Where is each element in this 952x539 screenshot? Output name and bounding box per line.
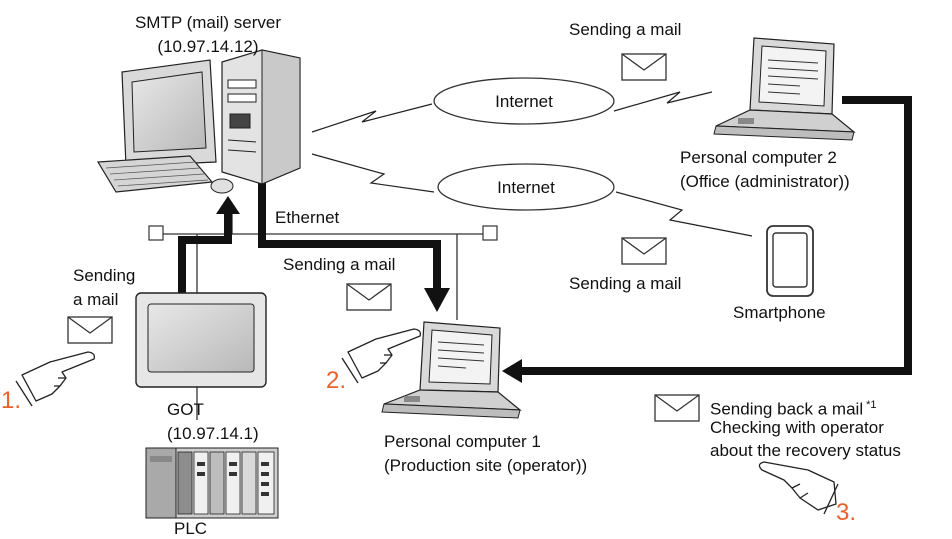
arrow-server-to-pc1 xyxy=(258,182,441,290)
smartphone-label: Smartphone xyxy=(733,303,826,322)
footnote-marker: *1 xyxy=(866,399,877,411)
envelope-icon xyxy=(621,53,667,81)
arrow-head-down xyxy=(424,288,450,312)
step-number-3: 3. xyxy=(836,499,857,526)
checking-label-line1: Checking with operator xyxy=(710,418,884,437)
laptop-icon xyxy=(381,321,522,419)
pc2-name: Personal computer 2 xyxy=(680,148,837,167)
smtp-server-ip: (10.97.14.12) xyxy=(157,37,259,56)
pointing-hand-icon xyxy=(341,328,422,384)
plc-unit-icon xyxy=(145,447,279,519)
internet-cloud-top xyxy=(433,77,615,125)
lightning-link-icon xyxy=(311,153,435,193)
envelope-icon xyxy=(654,394,700,422)
sending-mail-label-left-1: Sending xyxy=(73,266,136,285)
sending-mail-label-smartphone: Sending a mail xyxy=(569,274,682,293)
checking-label-line2: about the recovery status xyxy=(710,441,901,460)
bus-terminator-right xyxy=(482,225,498,241)
sending-mail-label-center: Sending a mail xyxy=(283,255,396,274)
internet-label-bottom: Internet xyxy=(497,178,555,197)
internet-cloud-bottom xyxy=(437,163,615,211)
step-number-2: 2. xyxy=(326,367,347,394)
envelope-icon xyxy=(346,283,392,311)
lightning-link-icon xyxy=(613,91,713,112)
sending-back-mail-label: Sending back a mail*1 xyxy=(710,395,877,420)
sending-back-mail-text: Sending back a mail xyxy=(710,399,864,419)
arrow-head-up xyxy=(216,196,240,214)
pc2-role: (Office (administrator)) xyxy=(680,172,850,191)
step-number-1: 1. xyxy=(1,387,22,414)
envelope-icon xyxy=(621,237,667,265)
internet-label-top: Internet xyxy=(495,92,553,111)
arrow-got-to-server xyxy=(178,214,232,294)
envelope-icon xyxy=(67,316,113,344)
got-name: GOT xyxy=(167,400,204,419)
pc1-name: Personal computer 1 xyxy=(384,432,541,451)
lightning-link-icon xyxy=(311,103,433,133)
got-panel-icon xyxy=(135,292,267,420)
pointing-hand-icon xyxy=(15,351,96,407)
pc1-role: (Production site (operator)) xyxy=(384,456,588,475)
bus-terminator-left xyxy=(148,225,164,241)
sending-mail-label-left-2: a mail xyxy=(73,290,119,309)
arrow-pc2-to-pc1 xyxy=(520,96,912,375)
sending-mail-label-top: Sending a mail xyxy=(569,20,682,39)
laptop-icon xyxy=(713,37,856,141)
arrow-head-left xyxy=(502,359,522,383)
plc-label: PLC xyxy=(174,519,208,538)
smtp-server-name: SMTP (mail) server xyxy=(134,13,282,32)
lightning-link-icon xyxy=(615,191,753,237)
desktop-computer-icon xyxy=(96,49,301,194)
got-ip: (10.97.14.1) xyxy=(167,424,259,443)
pointing-hand-icon xyxy=(758,461,839,515)
smartphone-icon xyxy=(766,225,814,297)
ethernet-label: Ethernet xyxy=(275,208,340,227)
